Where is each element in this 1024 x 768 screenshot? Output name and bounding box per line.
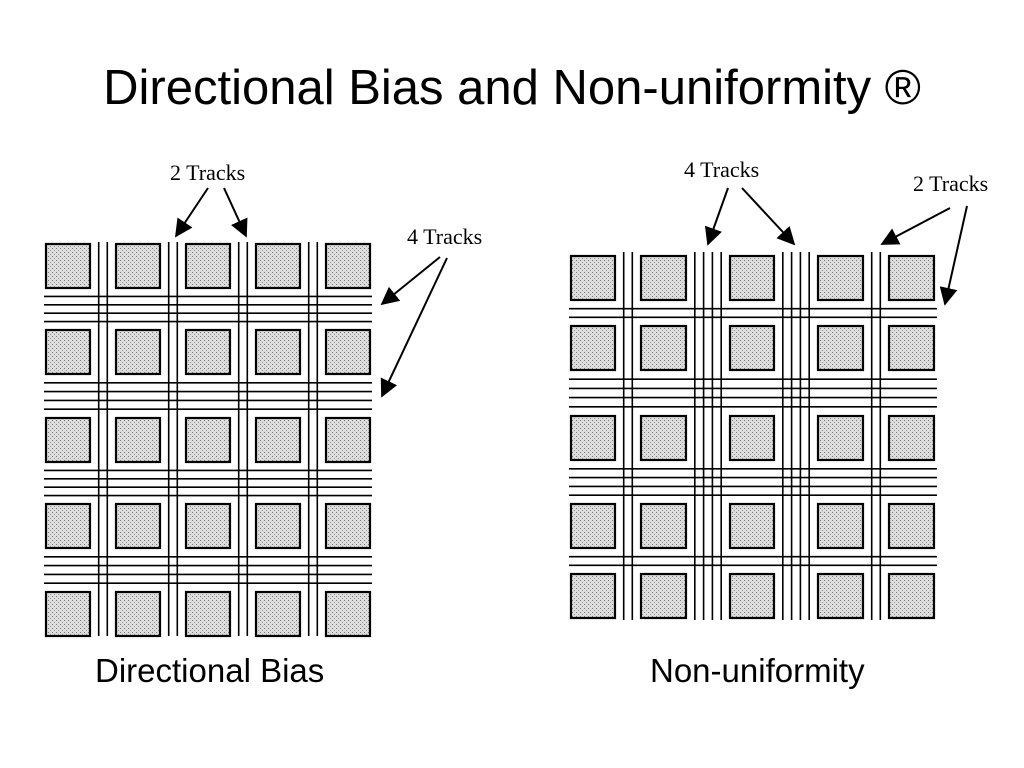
right-routing-tracks [569,252,937,620]
non-uniformity-diagram: 4 Tracks 2 Tracks [569,157,988,620]
left-logic-block-2-1 [114,416,162,464]
right-logic-block-0-4 [887,254,936,302]
directional-bias-diagram: 2 Tracks 4 Tracks [44,160,482,638]
left-logic-block-2-2 [184,416,232,464]
right-logic-block-2-1 [639,414,688,462]
right-logic-block-3-0 [569,502,617,550]
caption-non-uniformity: Non-uniformity [650,652,865,689]
left-logic-block-2-0 [44,416,92,464]
right-logic-block-0-0 [569,254,617,302]
left-label-2-tracks: 2 Tracks [170,160,245,185]
left-label-4-tracks: 4 Tracks [407,224,482,249]
left-logic-block-3-3 [254,502,302,550]
right-arrow-4-tracks-a [704,187,729,246]
left-logic-block-0-4 [324,242,372,290]
left-logic-block-1-0 [44,328,92,376]
right-logic-block-0-1 [639,254,688,302]
right-logic-block-1-4 [887,324,936,372]
left-logic-block-0-0 [44,242,92,290]
right-logic-block-0-2 [728,254,776,302]
left-routing-tracks [44,242,372,636]
right-logic-block-3-4 [887,502,936,550]
left-logic-block-1-3 [254,328,302,376]
right-arrow-4-tracks-b [741,187,796,246]
left-logic-block-4-0 [44,590,92,638]
left-arrow-4-tracks-b [380,257,448,398]
left-logic-block-4-1 [114,590,162,638]
right-logic-block-4-3 [816,572,865,620]
right-logic-block-4-2 [728,572,776,620]
right-logic-block-2-2 [728,414,776,462]
left-logic-block-3-2 [184,502,232,550]
left-logic-block-0-2 [184,242,232,290]
right-logic-block-0-3 [816,254,865,302]
left-logic-block-2-3 [254,416,302,464]
right-logic-block-4-4 [887,572,936,620]
right-logic-block-2-0 [569,414,617,462]
right-label-2-tracks: 2 Tracks [913,171,988,196]
right-logic-block-2-4 [887,414,936,462]
right-label-4-tracks: 4 Tracks [684,157,759,182]
right-logic-block-1-1 [639,324,688,372]
left-logic-block-1-1 [114,328,162,376]
right-logic-block-1-3 [816,324,865,372]
left-logic-block-0-1 [114,242,162,290]
right-logic-block-4-1 [639,572,688,620]
left-logic-block-1-4 [324,328,372,376]
left-logic-block-4-4 [324,590,372,638]
caption-directional-bias: Directional Bias [95,652,325,689]
right-arrow-2-tracks-b [939,205,968,306]
left-logic-block-3-0 [44,502,92,550]
left-logic-block-3-4 [324,502,372,550]
right-logic-block-3-3 [816,502,865,550]
left-logic-block-4-3 [254,590,302,638]
left-logic-blocks [44,242,372,638]
right-logic-block-4-0 [569,572,617,620]
left-logic-block-2-4 [324,416,372,464]
left-arrow-4-tracks-a [380,256,441,306]
left-arrow-2-tracks-b [223,187,248,238]
right-logic-block-3-1 [639,502,688,550]
right-logic-block-3-2 [728,502,776,550]
left-logic-block-1-2 [184,328,232,376]
right-logic-block-1-2 [728,324,776,372]
slide-title: Directional Bias and Non-uniformity ® [103,61,921,115]
left-logic-block-3-1 [114,502,162,550]
left-logic-block-4-2 [184,590,232,638]
right-arrow-2-tracks-a [880,207,951,245]
right-logic-block-1-0 [569,324,617,372]
right-logic-block-2-3 [816,414,865,462]
left-logic-block-0-3 [254,242,302,290]
left-arrow-2-tracks-a [175,187,209,238]
right-logic-blocks [569,254,936,620]
